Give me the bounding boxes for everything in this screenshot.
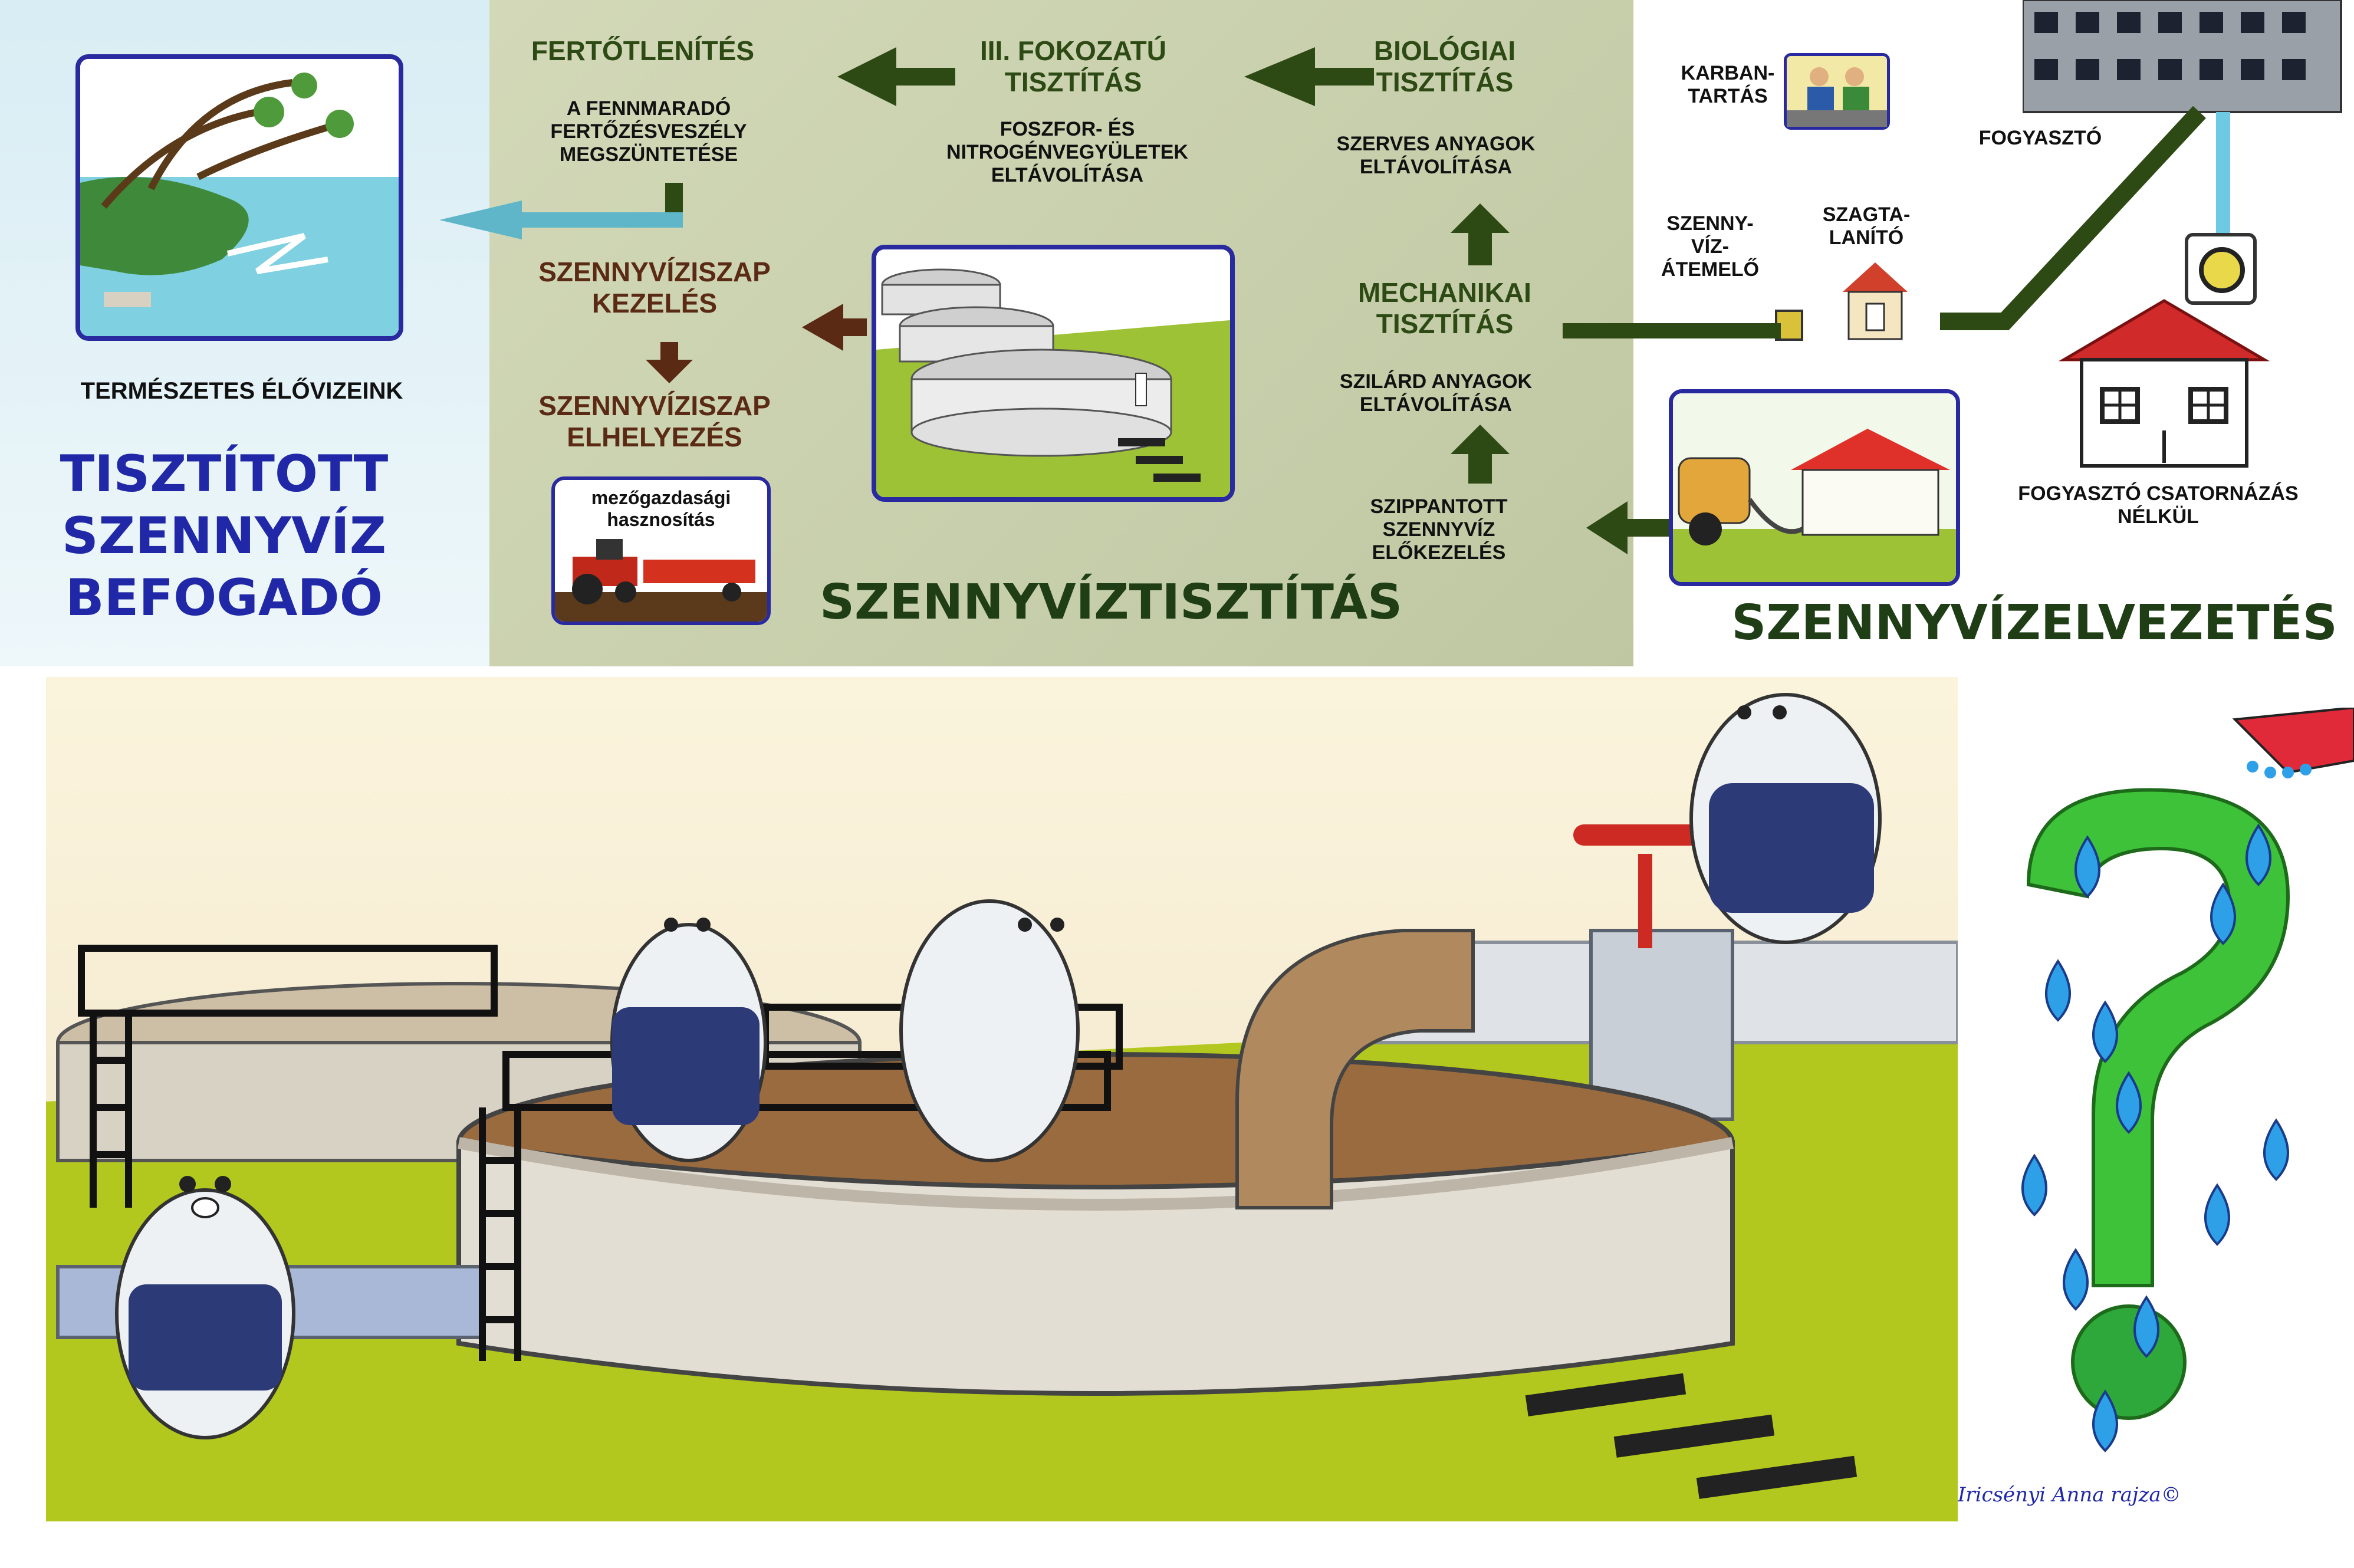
maintenance-illustration bbox=[1784, 53, 1890, 130]
agricultural-use-label: mezőgazdasági hasznosítás bbox=[591, 487, 731, 530]
consumer-label: FOGYASZTÓ bbox=[1978, 127, 2102, 149]
biological-heading: BIOLÓGIAI TISZTÍTÁS bbox=[1373, 35, 1516, 97]
drawing-signature: Iricsényi Anna rajza© bbox=[1958, 1483, 2181, 1507]
water-meter-icon bbox=[2185, 233, 2257, 305]
tractor-illustration bbox=[555, 539, 767, 622]
pretreatment-description: SZIPPANTOTT SZENNYVÍZ ELŐKEZELÉS bbox=[1370, 495, 1508, 564]
disinfection-heading: FERTŐTLENÍTÉS bbox=[531, 35, 755, 66]
apartment-building-icon bbox=[2023, 0, 2342, 113]
clarifier-scene bbox=[46, 693, 1958, 1521]
character-on-pipe bbox=[1689, 693, 1882, 944]
receiver-title-line-1: TISZTÍTOTT bbox=[60, 445, 389, 504]
sewerage-section: KARBAN- TARTÁS FOGYASZTÓ SZENNY- VÍZ- ÁT… bbox=[1633, 0, 2354, 666]
character-middle-2 bbox=[899, 899, 1080, 1162]
tertiary-heading: III. FOKOZATÚ TISZTÍTÁS bbox=[979, 35, 1166, 97]
lake-illustration bbox=[80, 59, 399, 336]
treatment-plant-illustration bbox=[872, 245, 1235, 502]
mechanical-description: SZILÁRD ANYAGOK ELTÁVOLÍTÁSA bbox=[1339, 370, 1533, 416]
workers-icon bbox=[1787, 67, 1887, 127]
agricultural-use-box: mezőgazdasági hasznosítás bbox=[551, 476, 771, 625]
clarifier-tanks-illustration bbox=[876, 249, 1230, 497]
consumer-no-sewer-label: FOGYASZTÓ CSATORNÁZÁS NÉLKÜL bbox=[2018, 482, 2299, 528]
house-icon bbox=[2058, 299, 2270, 468]
vacuum-truck-icon bbox=[1673, 393, 1956, 582]
septic-truck-illustration bbox=[1669, 389, 1960, 586]
receiver-title-line-2: SZENNYVÍZ bbox=[61, 507, 387, 566]
pump-station-box bbox=[1775, 310, 1803, 341]
clarifier-cartoon bbox=[46, 677, 1958, 1521]
disinfection-description: A FENNMARADÓ FERTŐZÉSVESZÉLY MEGSZÜNTETÉ… bbox=[550, 97, 747, 166]
treatment-section-title: SZENNYVÍZTISZTÍTÁS bbox=[820, 574, 1403, 630]
receiver-title-line-3: BEFOGADÓ bbox=[65, 568, 383, 627]
character-middle-1 bbox=[610, 918, 767, 1162]
question-mark-drawing: Iricsényi Anna rajza© bbox=[1958, 708, 2354, 1521]
mechanical-heading: MECHANIKAI TISZTÍTÁS bbox=[1358, 277, 1531, 339]
sludge-treatment-heading: SZENNYVÍZISZAP KEZELÉS bbox=[538, 257, 771, 318]
sludge-disposal-heading: SZENNYVÍZISZAP ELHELYEZÉS bbox=[538, 390, 771, 452]
question-mark-with-drops bbox=[2021, 708, 2354, 1452]
character-front-left bbox=[115, 1176, 295, 1439]
odor-control-label: SZAGTA- LANÍTÓ bbox=[1822, 203, 1911, 249]
receiver-section: TERMÉSZETES ÉLŐVIZEINK TISZTÍTOTT SZENNY… bbox=[0, 0, 489, 666]
tertiary-description: FOSZFOR- ÉS NITROGÉNVEGYÜLETEK ELTÁVOLÍT… bbox=[946, 118, 1188, 187]
maintenance-label: KARBAN- TARTÁS bbox=[1681, 62, 1775, 108]
biological-description: SZERVES ANYAGOK ELTÁVOLÍTÁSA bbox=[1336, 133, 1536, 179]
odor-control-hut-icon bbox=[1843, 262, 1908, 340]
pump-station-label: SZENNY- VÍZ- ÁTEMELŐ bbox=[1661, 212, 1760, 281]
natural-water-illustration bbox=[75, 54, 403, 341]
treatment-section: FERTŐTLENÍTÉS A FENNMARADÓ FERTŐZÉSVESZÉ… bbox=[489, 0, 1633, 666]
receiver-label: TERMÉSZETES ÉLŐVIZEINK bbox=[80, 378, 403, 404]
sewerage-section-title: SZENNYVÍZELVEZETÉS bbox=[1731, 595, 2337, 651]
